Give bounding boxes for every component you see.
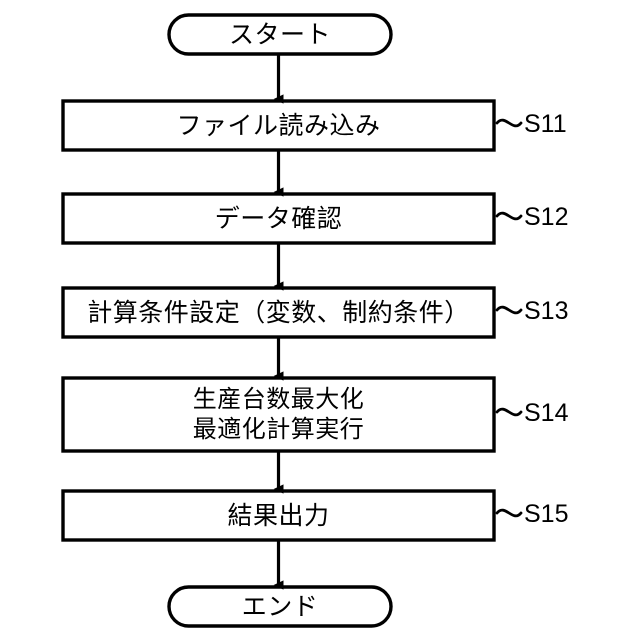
node-s11-shape bbox=[61, 99, 496, 152]
node-s15-shape bbox=[61, 489, 496, 542]
node-end-shape bbox=[167, 585, 393, 628]
node-s12-shape bbox=[61, 192, 496, 245]
node-s13-shape bbox=[61, 286, 496, 339]
step-label-s12: S12 bbox=[524, 203, 569, 231]
step-label-s11: S11 bbox=[524, 110, 567, 138]
node-s14-shape bbox=[61, 376, 496, 453]
leader-squiggle-s11 bbox=[495, 118, 523, 128]
leader-squiggle-s14 bbox=[495, 407, 523, 417]
leader-squiggle-s12 bbox=[495, 211, 523, 221]
step-label-s14: S14 bbox=[524, 399, 569, 427]
node-start-shape bbox=[167, 13, 393, 56]
leader-squiggle-s15 bbox=[495, 508, 523, 518]
leader-squiggle-s13 bbox=[495, 305, 523, 315]
step-label-s15: S15 bbox=[524, 500, 569, 528]
step-label-s13: S13 bbox=[524, 297, 569, 325]
